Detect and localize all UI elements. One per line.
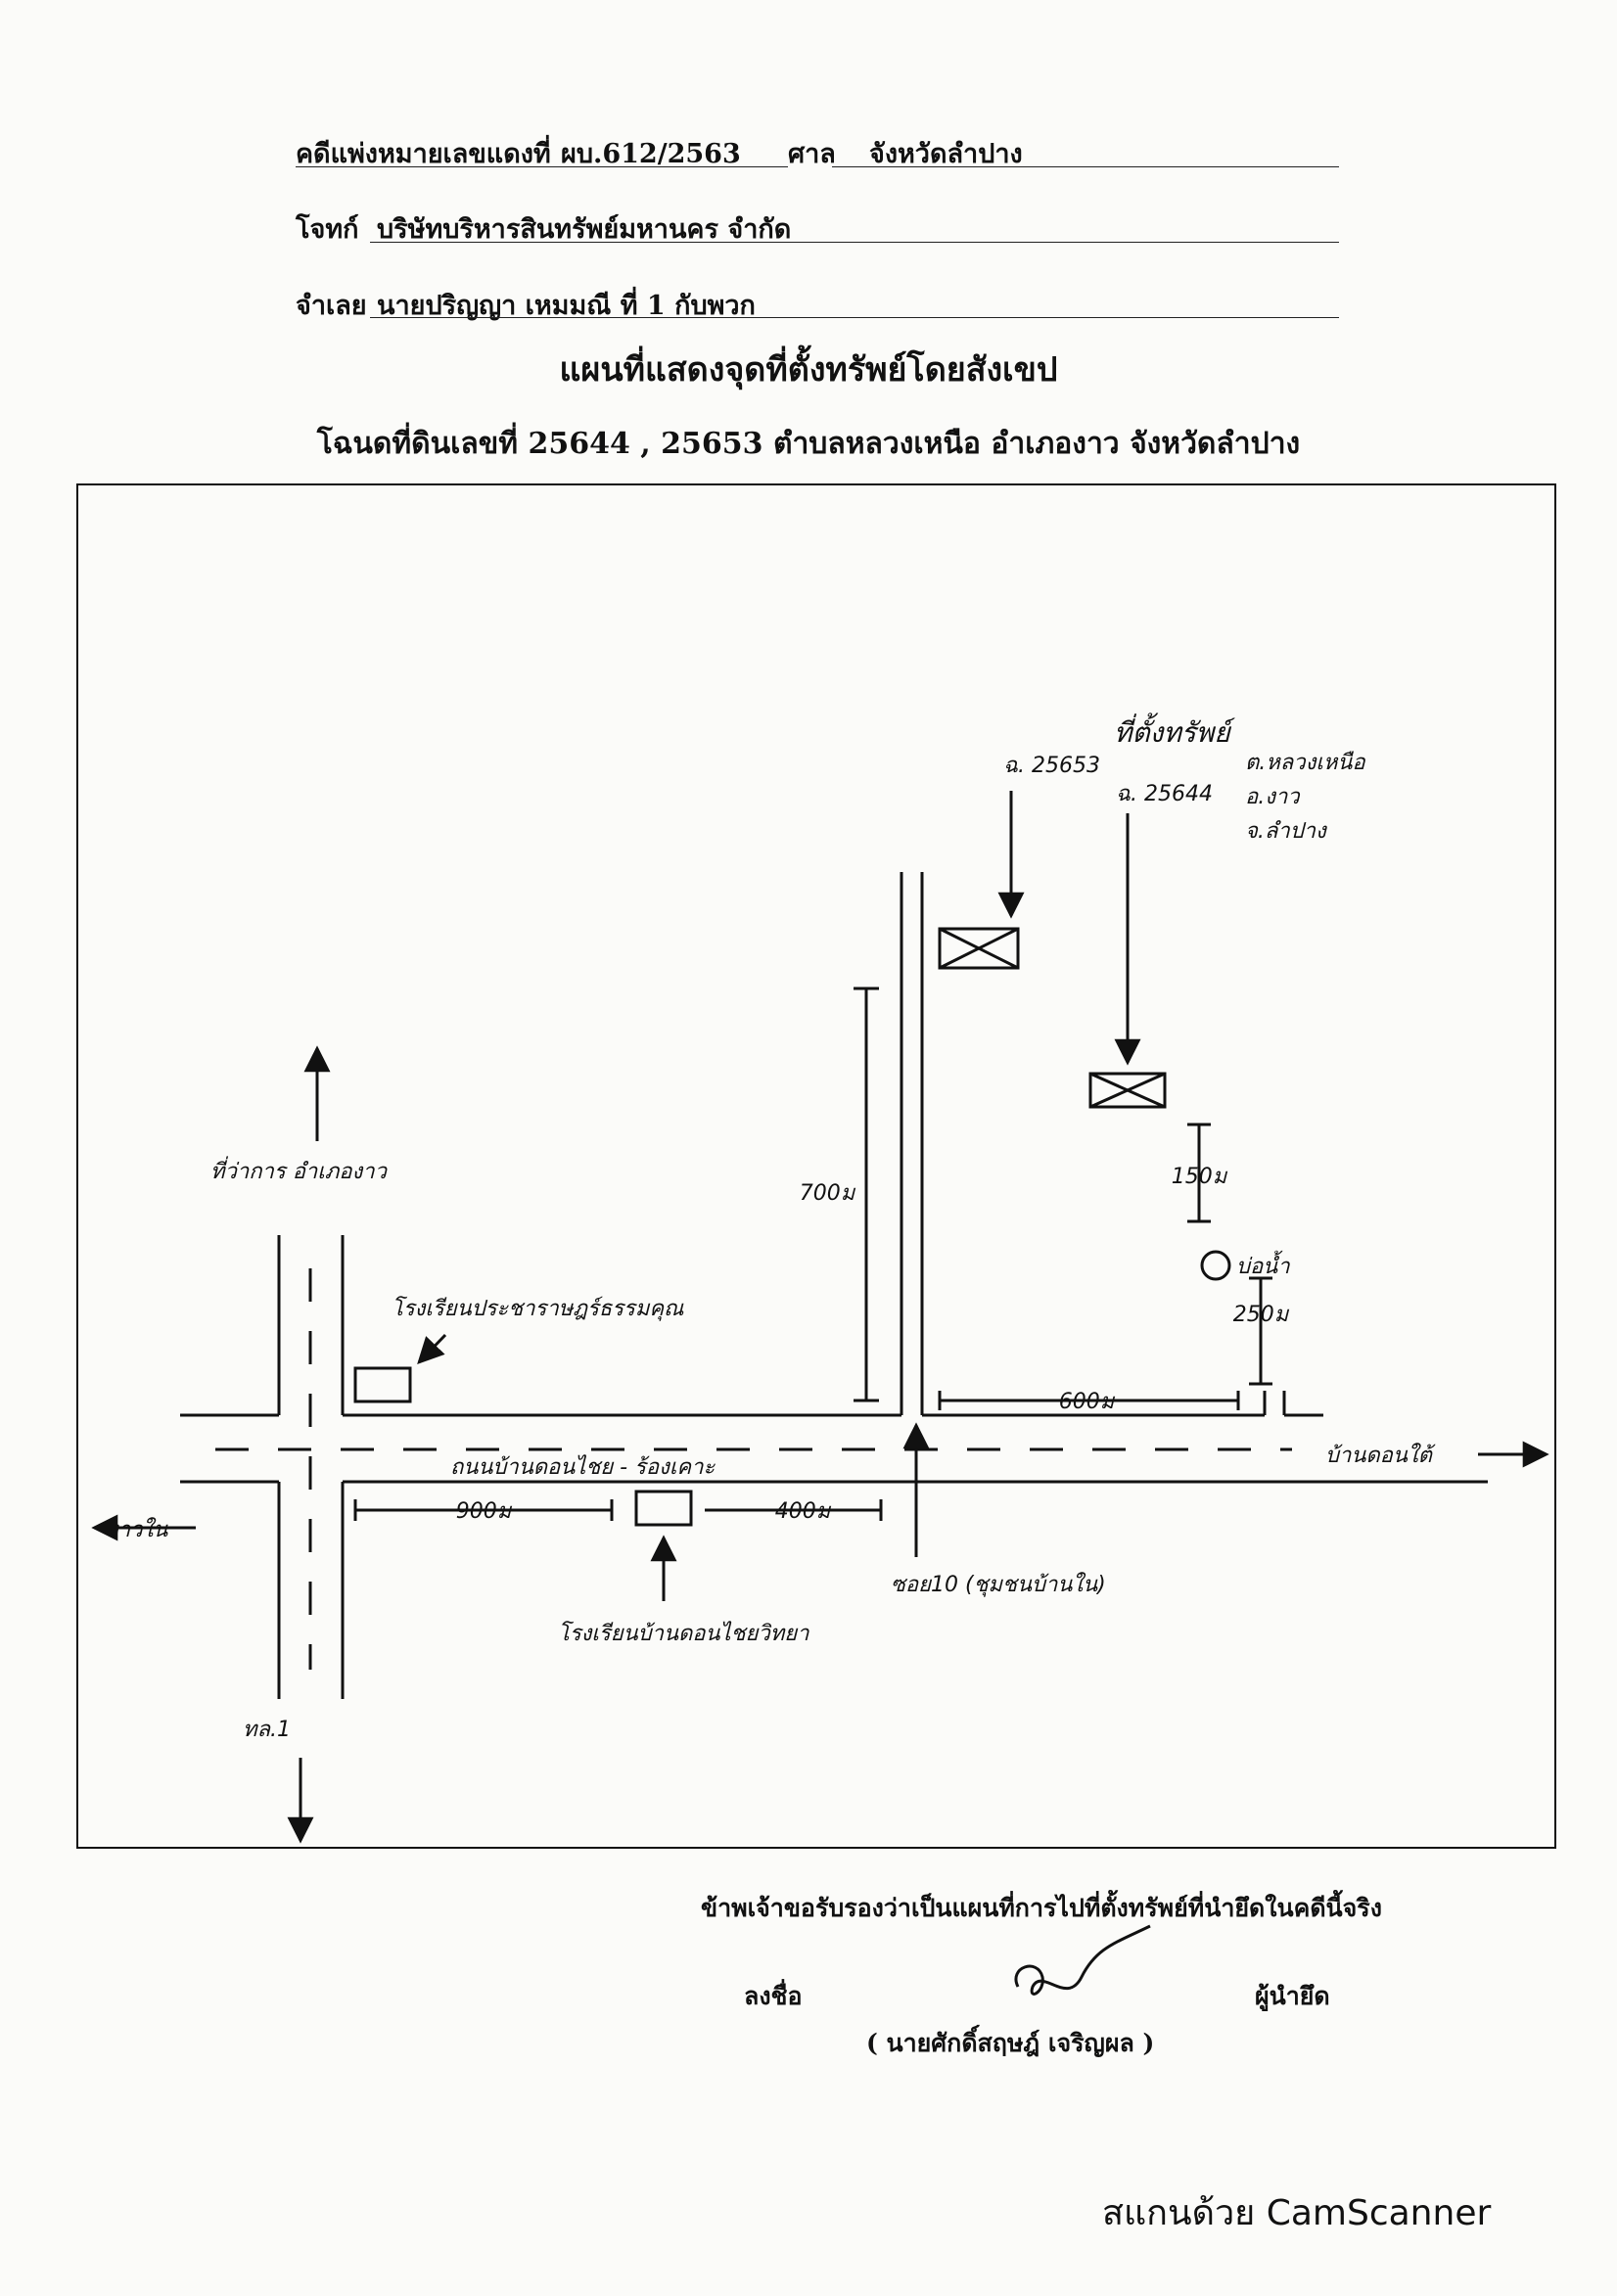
west-label: งาวใน (108, 1517, 168, 1542)
court-rule (832, 166, 1339, 167)
district-office-label: ที่ว่าการ อำเภองาว (210, 1156, 389, 1184)
highway-label: ทล.1 (243, 1718, 291, 1742)
pond-icon (1200, 1250, 1231, 1281)
school-2-label: โรงเรียนบ้านดอนไชยวิทยา (558, 1621, 809, 1646)
school-1-label: โรงเรียนประชาราษฎร์ธรรมคุณ (392, 1296, 684, 1321)
location-1: ต.หลวงเหนือ (1245, 751, 1365, 775)
scanner-footer: สแกนด้วย CamScanner (1102, 2193, 1492, 2233)
signer-role: ผู้นำยึด (1255, 1982, 1330, 2010)
certification-text: ข้าพเจ้าขอรับรองว่าเป็นแผนที่การไปที่ตั้… (701, 1894, 1382, 1922)
school-2-box (634, 1490, 693, 1527)
parcel-25653 (938, 927, 1020, 970)
location-2: อ.งาว (1245, 785, 1301, 809)
parcel-25644 (1088, 1072, 1167, 1109)
defendant-rule (370, 317, 1339, 318)
dim-900-label: 900ม (456, 1499, 513, 1524)
road-name-label: ถนนบ้านดอนไชย - ร้องเคาะ (450, 1454, 716, 1480)
defendant-label: จำเลย (296, 291, 367, 321)
signer-name: ( นายศักดิ์สฤษฎ์ เจริญผล ) (866, 2029, 1155, 2057)
map-frame: ที่ตั้งทรัพย์ ฉ. 25653 ฉ. 25644 ต.หลวงเห… (76, 483, 1556, 1849)
pond-label: บ่อน้ำ (1236, 1250, 1290, 1279)
court-label: ศาล (788, 139, 836, 169)
case-number-label: คดีแพ่งหมายเลขแดงที่ (296, 139, 551, 169)
dim-600-label: 600ม (1059, 1390, 1116, 1414)
school-1-box (353, 1366, 412, 1403)
plaintiff-label: โจทก์ (296, 214, 359, 245)
case-rule (296, 166, 788, 167)
property-heading: ที่ตั้งทรัพย์ (1114, 712, 1236, 749)
dim-150-label: 150ม (1172, 1165, 1228, 1189)
village-label: บ้านดอนใต้ (1325, 1443, 1436, 1468)
page-subtitle: โฉนดที่ดินเลขที่ 25644 , 25653 ตำบลหลวงเ… (316, 427, 1301, 461)
sketch-map: ที่ตั้งทรัพย์ ฉ. 25653 ฉ. 25644 ต.หลวงเห… (91, 712, 1549, 1844)
plaintiff-name: บริษัทบริหารสินทรัพย์มหานคร จำกัด (377, 214, 792, 245)
court-name: จังหวัดลำปาง (869, 139, 1023, 169)
deed-a-label: ฉ. 25653 (1003, 754, 1100, 778)
dim-700-label: 700ม (800, 1181, 856, 1206)
dim-400-label: 400ม (775, 1499, 832, 1524)
deed-b-label: ฉ. 25644 (1116, 782, 1213, 806)
sign-label: ลงชื่อ (744, 1982, 803, 2010)
signature-mark (1014, 1924, 1151, 1996)
case-number: ผบ.612/2563 (561, 139, 741, 169)
plaintiff-rule (370, 242, 1339, 243)
defendant-name: นายปริญญา เหมมณี ที่ 1 กับพวก (377, 291, 756, 321)
dim-250-label: 250ม (1233, 1303, 1290, 1327)
page-title: แผนที่แสดงจุดที่ตั้งทรัพย์โดยสังเขป (559, 350, 1058, 390)
soi-label: ซอย10 (ชุมชนบ้านใน) (891, 1572, 1106, 1597)
location-3: จ.ลำปาง (1245, 819, 1328, 844)
